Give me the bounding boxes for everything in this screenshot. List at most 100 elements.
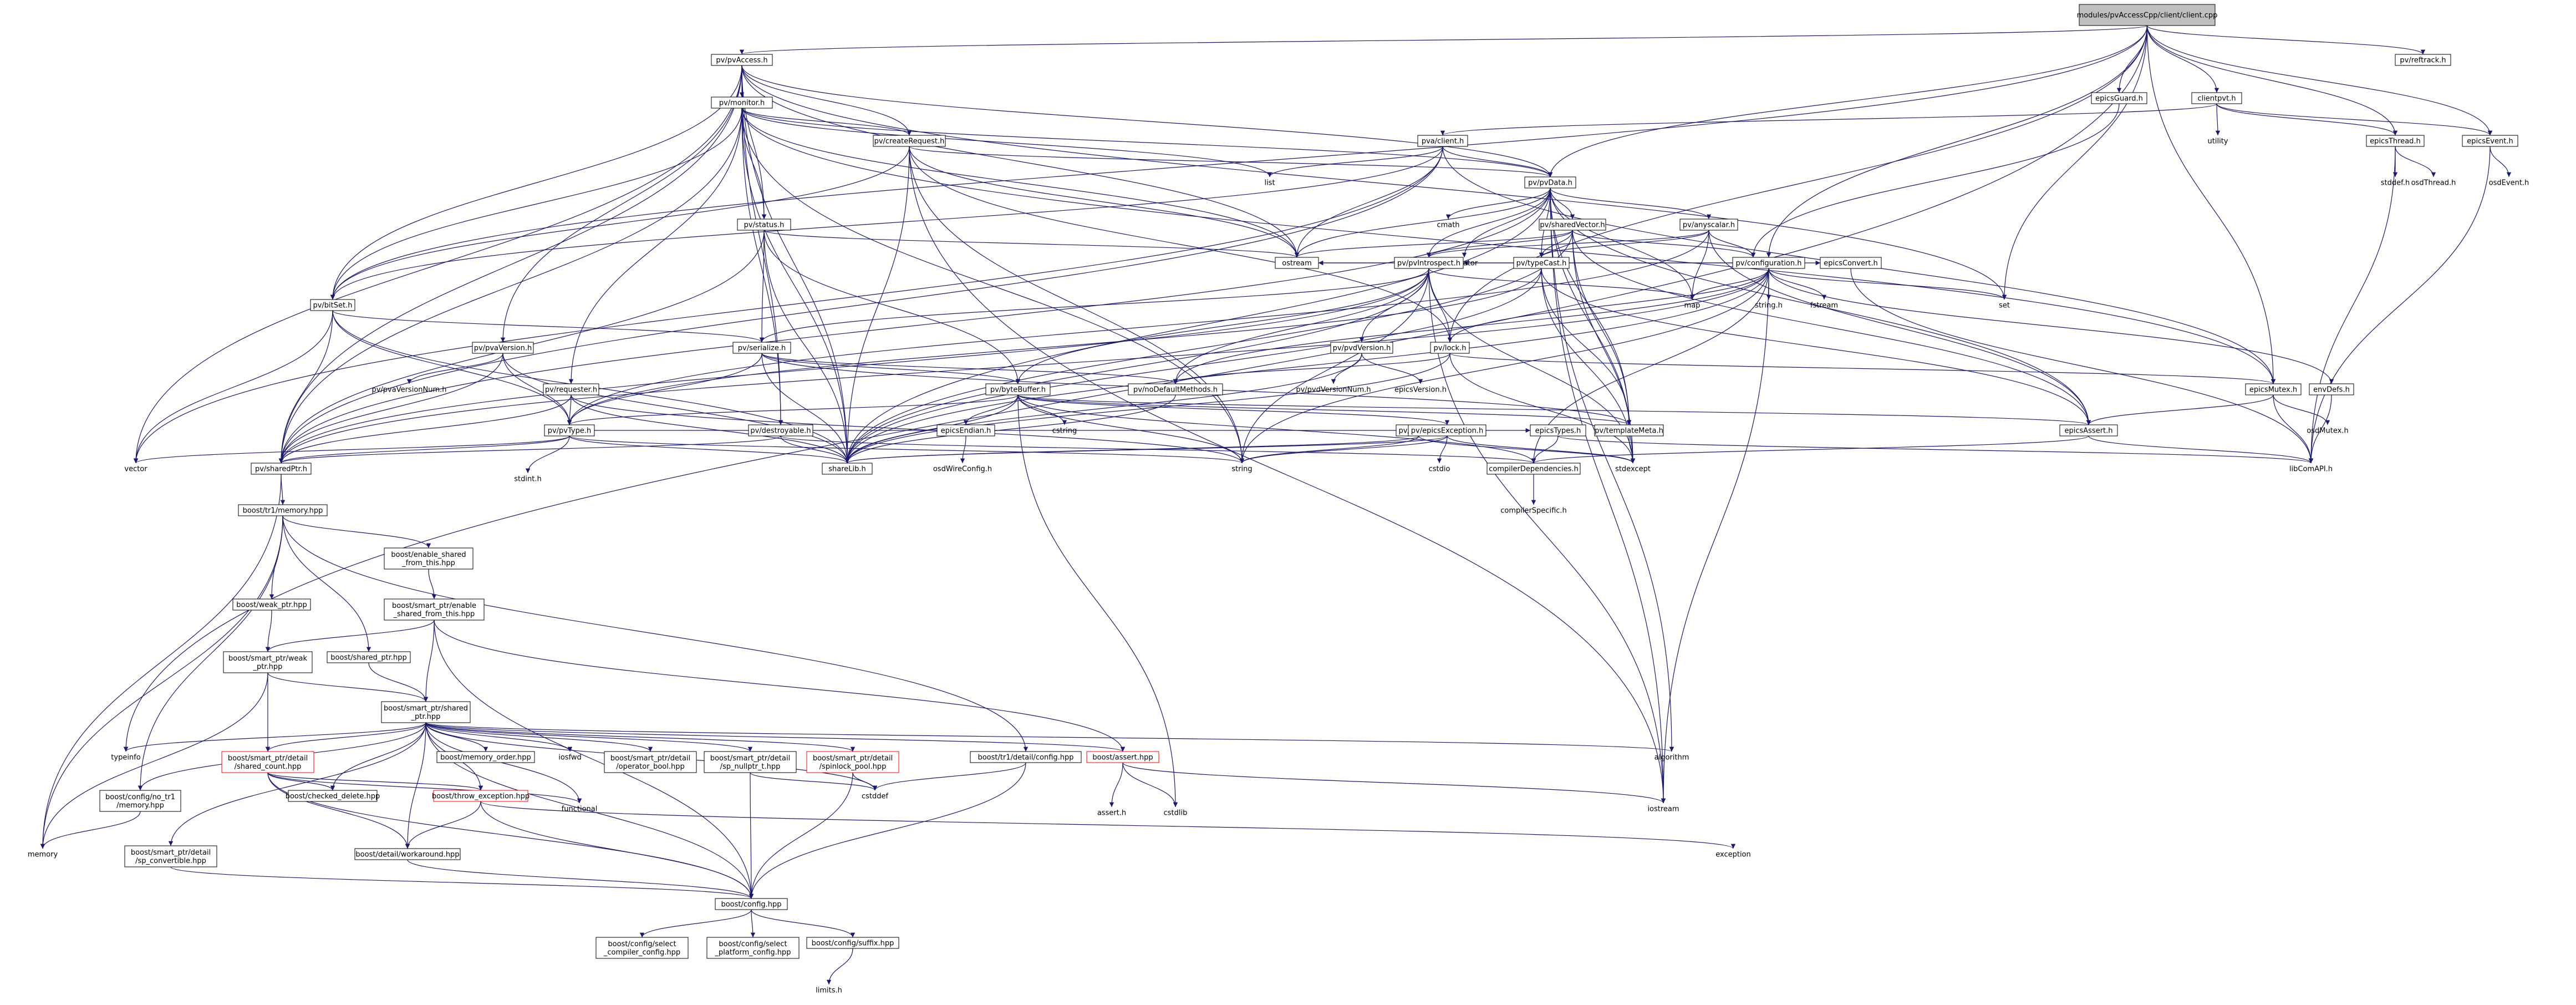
node-label: stddef.h bbox=[2381, 179, 2410, 187]
node-ostream[interactable]: ostream bbox=[1275, 257, 1319, 269]
node-sharedLib[interactable]: shareLib.h bbox=[822, 463, 873, 475]
node-epicsVersion[interactable]: epicsVersion.h bbox=[1392, 384, 1449, 395]
node-root[interactable]: modules/pvAccessCpp/client/client.cpp bbox=[2077, 4, 2218, 26]
node-map[interactable]: map bbox=[1680, 300, 1704, 311]
node-boostconfigselectplatform[interactable]: boost/config/select_platform_config.hpp bbox=[706, 937, 800, 959]
node-cstddef[interactable]: cstddef bbox=[856, 790, 894, 801]
node-cstdio[interactable]: cstdio bbox=[1424, 463, 1455, 474]
node-boostconfignotr1[interactable]: boost/config/no_tr1/memory.hpp bbox=[99, 790, 181, 812]
node-pvrequester[interactable]: pv/requester.h bbox=[543, 383, 599, 395]
node-pvlock[interactable]: pv/lock.h bbox=[1430, 342, 1470, 354]
node-pvStatus[interactable]: pv/status.h bbox=[737, 219, 791, 231]
node-clientpvt[interactable]: clientpvt.h bbox=[2191, 92, 2242, 104]
node-vector[interactable]: vector bbox=[119, 463, 152, 474]
edge-pvlock-to-sharedLib bbox=[844, 353, 1450, 464]
node-pvpvdVersionNum[interactable]: pv/pvdVersionNum.h bbox=[1292, 384, 1375, 395]
node-pvepicsException[interactable]: pv/epicsException.h bbox=[1408, 424, 1486, 436]
node-pvbyteBuffer[interactable]: pv/byteBuffer.h bbox=[985, 383, 1051, 395]
node-compilerSpecific[interactable]: compilerSpecific.h bbox=[1500, 505, 1567, 516]
node-stdexcept[interactable]: stdexcept bbox=[1609, 463, 1657, 474]
node-pvserialize[interactable]: pv/serialize.h bbox=[732, 342, 791, 354]
node-pvpvData[interactable]: pv/pvData.h bbox=[1524, 176, 1576, 189]
node-iosfwd[interactable]: iosfwd bbox=[554, 752, 586, 763]
node-epicsMutex[interactable]: epicsMutex.h bbox=[2245, 383, 2302, 395]
node-boostchecked[interactable]: boost/checked_delete.hpp bbox=[286, 790, 380, 802]
node-boostassert[interactable]: boost/assert.hpp bbox=[1086, 751, 1159, 763]
node-limits[interactable]: limits.h bbox=[812, 984, 846, 996]
node-set[interactable]: set bbox=[1993, 300, 2015, 311]
node-epicsEndian[interactable]: epicsEndian.h bbox=[936, 424, 995, 436]
node-exception[interactable]: exception bbox=[1709, 849, 1757, 860]
node-pvtemplateMeta[interactable]: pv/templateMeta.h bbox=[1594, 424, 1664, 436]
node-pvpvaVersionNum[interactable]: pv/pvaVersionNum.h bbox=[368, 384, 451, 395]
node-boostconfig[interactable]: boost/config.hpp bbox=[715, 898, 788, 910]
node-boosttr1detailconfig[interactable]: boost/tr1/detail/config.hpp bbox=[970, 751, 1082, 763]
node-osdThread[interactable]: osdThread.h bbox=[2410, 177, 2457, 188]
node-epicsThread[interactable]: epicsThread.h bbox=[2366, 135, 2425, 147]
node-boostspspinlock[interactable]: boost/smart_ptr/detail/spinlock_pool.hpp bbox=[806, 751, 899, 773]
node-functional[interactable]: functional bbox=[557, 803, 602, 814]
node-pvmonitor[interactable]: pv/monitor.h bbox=[711, 97, 773, 109]
node-pvpvType[interactable]: pv/pvType.h bbox=[544, 424, 595, 436]
node-pvcreateRequest[interactable]: pv/createRequest.h bbox=[873, 135, 946, 147]
node-epicsTypes[interactable]: epicsTypes.h bbox=[1530, 424, 1586, 436]
node-pvAccess[interactable]: pv/pvAccess.h bbox=[711, 54, 773, 66]
node-utility[interactable]: utility bbox=[2201, 135, 2234, 146]
node-epicsGuard[interactable]: epicsGuard.h bbox=[2091, 92, 2147, 104]
node-boostspconvertible[interactable]: boost/smart_ptr/detail/sp_convertible.hp… bbox=[124, 845, 217, 867]
node-boostspdetailcount[interactable]: boost/smart_ptr/detail/shared_count.hpp bbox=[221, 751, 314, 773]
node-cstddef_t[interactable]: stddef.h bbox=[2379, 177, 2412, 188]
node-cmath[interactable]: cmath bbox=[1432, 219, 1465, 230]
node-cstdlib[interactable]: cstdlib bbox=[1159, 807, 1192, 818]
node-compilerDependencies[interactable]: compilerDependencies.h bbox=[1486, 463, 1581, 475]
node-pvpvIntrospect[interactable]: pv/pvIntrospect.h bbox=[1394, 257, 1464, 269]
node-algorithm[interactable]: algorithm bbox=[1647, 752, 1697, 763]
node-envDefs[interactable]: envDefs.h bbox=[2309, 383, 2354, 395]
node-boostweakptr[interactable]: boost/weak_ptr.hpp bbox=[232, 598, 311, 611]
node-pvbitSet[interactable]: pv/bitSet.h bbox=[310, 299, 355, 311]
node-fstream[interactable]: fstream bbox=[1805, 300, 1844, 311]
node-pvnoDefaultMethods[interactable]: pv/noDefaultMethods.h bbox=[1128, 383, 1223, 395]
node-boostdetailworkaround[interactable]: boost/detail/workaround.hpp bbox=[354, 848, 461, 860]
node-osdWireConfig[interactable]: osdWireConfig.h bbox=[929, 463, 996, 474]
node-libComAPI[interactable]: libComAPI.h bbox=[2284, 463, 2338, 474]
node-stdint[interactable]: stdint.h bbox=[513, 473, 543, 484]
node-pvtypeCast[interactable]: pv/typeCast.h bbox=[1513, 257, 1570, 269]
node-osdEvent[interactable]: osdEvent.h bbox=[2487, 177, 2531, 188]
node-boostconfigsuffix[interactable]: boost/config/suffix.hpp bbox=[806, 937, 899, 949]
node-pvsharedPtr[interactable]: pv/sharedPtr.h bbox=[251, 463, 312, 475]
node-boostthrowexc[interactable]: boost/throw_exception.hpp bbox=[432, 790, 530, 802]
edge-pvmonitor-to-pvpvData bbox=[741, 108, 1553, 177]
node-pvpvdVersion[interactable]: pv/pvdVersion.h bbox=[1330, 342, 1393, 354]
node-pvdestroyable[interactable]: pv/destroyable.h bbox=[748, 424, 813, 436]
node-typeinfo[interactable]: typeinfo bbox=[108, 752, 144, 763]
node-epicsConvert[interactable]: epicsConvert.h bbox=[1820, 257, 1882, 269]
node-boostspshared[interactable]: boost/smart_ptr/shared_ptr.hpp bbox=[381, 701, 471, 723]
node-string[interactable]: string bbox=[1227, 463, 1257, 474]
node-pvreftrack[interactable]: pv/reftrack.h bbox=[2395, 54, 2451, 66]
node-osdMutex[interactable]: osdMutex.h bbox=[2307, 425, 2349, 436]
node-boostspenable[interactable]: boost/smart_ptr/enable_shared_from_this.… bbox=[384, 598, 485, 621]
node-asserth[interactable]: assert.h bbox=[1095, 807, 1128, 818]
node-pvpvaVersion[interactable]: pv/pvaVersion.h bbox=[472, 342, 534, 354]
node-pvsharedVector[interactable]: pv/sharedVector.h bbox=[1539, 219, 1606, 231]
node-boostsharedptr[interactable]: boost/shared_ptr.hpp bbox=[327, 651, 411, 663]
node-boostspopbool[interactable]: boost/smart_ptr/detail/operator_bool.hpp bbox=[604, 751, 697, 773]
node-boostconfigselectcompiler[interactable]: boost/config/select_compiler_config.hpp bbox=[595, 937, 689, 959]
node-cstring[interactable]: cstring bbox=[1047, 425, 1082, 436]
node-pvanyscalar[interactable]: pv/anyscalar.h bbox=[1679, 219, 1738, 231]
node-memory[interactable]: memory bbox=[25, 849, 60, 860]
node-iostream[interactable]: iostream bbox=[1641, 803, 1686, 814]
node-boostenable[interactable]: boost/enable_shared_from_this.hpp bbox=[384, 547, 474, 570]
node-list[interactable]: list bbox=[1259, 177, 1281, 188]
node-boosttr1memory[interactable]: boost/tr1/memory.hpp bbox=[238, 504, 328, 516]
node-boostspweak[interactable]: boost/smart_ptr/weak_ptr.hpp bbox=[223, 651, 313, 673]
node-epicsAssert[interactable]: epicsAssert.h bbox=[2059, 424, 2118, 436]
node-label: epicsGuard.h bbox=[2095, 95, 2143, 103]
node-boostmemoryorder[interactable]: boost/memory_order.hpp bbox=[436, 751, 535, 763]
node-pvconfiguration[interactable]: pv/configuration.h bbox=[1732, 257, 1805, 269]
node-string_h[interactable]: string.h bbox=[1749, 300, 1788, 311]
node-boostspnullptr[interactable]: boost/smart_ptr/detail/sp_nullptr_t.hpp bbox=[704, 751, 797, 773]
node-pvaClient[interactable]: pva/client.h bbox=[1417, 135, 1468, 147]
node-epicsEvent[interactable]: epicsEvent.h bbox=[2462, 135, 2518, 147]
